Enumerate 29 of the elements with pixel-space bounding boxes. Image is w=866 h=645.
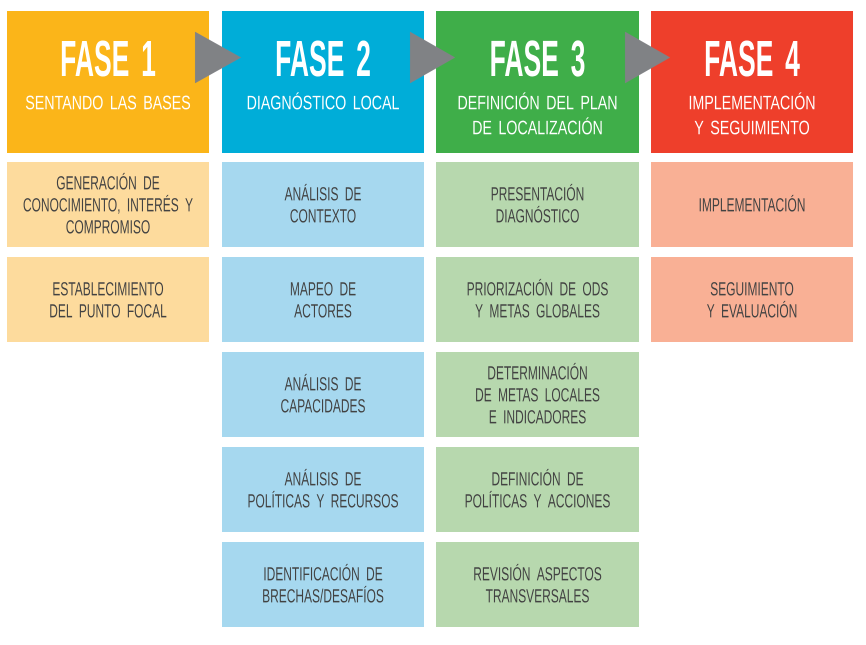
- phase-box: [7, 11, 209, 153]
- phase-box: [222, 11, 424, 153]
- phase-title: FASE 1: [62, 40, 156, 77]
- arrow: [410, 32, 455, 84]
- step-box: IMPLEMENTACIÓN: [651, 162, 854, 247]
- phase-box: [436, 11, 639, 153]
- phase-title: FASE 3: [491, 40, 584, 77]
- phase-subtitle: DEFINICIÓN DEL PLAN DE LOCALIZACIÓN: [458, 92, 616, 134]
- step-box: ANÁLISIS DE CAPACIDADES: [222, 352, 424, 437]
- step-box: REVISIÓN ASPECTOS TRANSVERSALES: [436, 542, 639, 627]
- phase-title: FASE 4: [706, 40, 800, 77]
- step-box: DETERMINACIÓN DE METAS LOCALES E INDICADORES: [436, 352, 639, 437]
- step-box: ANÁLISIS DE CONTEXTO: [222, 162, 424, 247]
- step-box: ANÁLISIS DE POLÍTICAS Y RECURSOS: [222, 447, 424, 532]
- step-box: PRESENTACIÓN DIAGNÓSTICO: [436, 162, 639, 247]
- step-box: ESTABLECIMIENTO DEL PUNTO FOCAL: [7, 257, 209, 342]
- step-box: MAPEO DE ACTORES: [222, 257, 424, 342]
- phase-box: [651, 11, 854, 153]
- step-box: PRIORIZACIÓN DE ODS Y METAS GLOBALES: [436, 257, 639, 342]
- phase-subtitle: SENTANDO LAS BASES: [26, 96, 190, 110]
- phase-title: FASE 2: [276, 40, 370, 77]
- phase-subtitle: DIAGNÓSTICO LOCAL: [248, 92, 399, 110]
- step-box: DEFINICIÓN DE POLÍTICAS Y ACCIONES: [436, 447, 639, 532]
- step-box: IDENTIFICACIÓN DE BRECHAS/DESAFÍOS: [222, 542, 424, 627]
- step-box: SEGUIMIENTO Y EVALUACIÓN: [651, 257, 854, 342]
- arrow: [625, 32, 670, 84]
- arrow: [195, 32, 241, 84]
- step-box: GENERACIÓN DE CONOCIMIENTO, INTERÉS Y COMPROMISO: [7, 162, 209, 247]
- phase-subtitle: IMPLEMENTACIÓN Y SEGUIMIENTO: [690, 92, 814, 134]
